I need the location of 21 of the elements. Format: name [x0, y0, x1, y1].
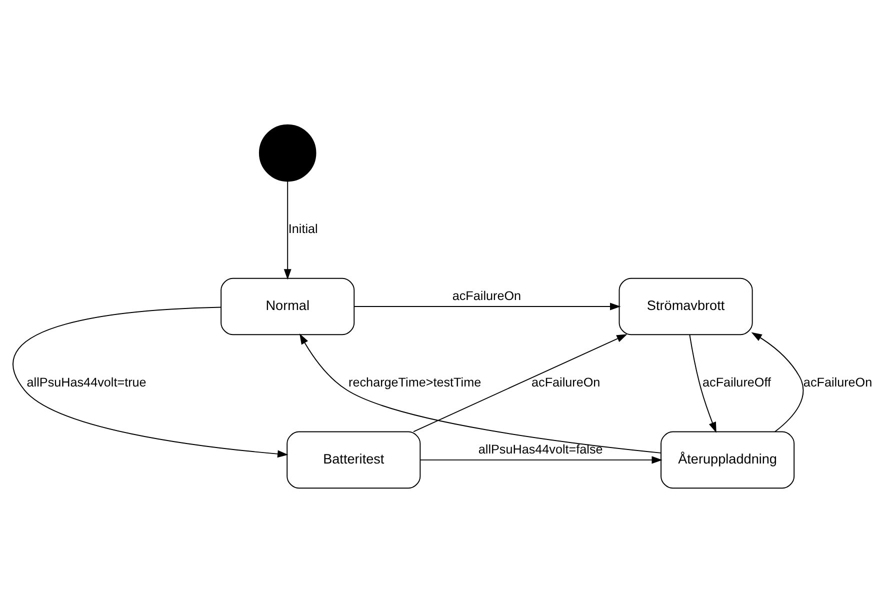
edge-label: acFailureOff	[702, 376, 772, 390]
arrow	[420, 456, 662, 464]
node-box: Normal	[220, 278, 355, 336]
arrow	[299, 334, 662, 454]
edge-label: acFailureOn	[803, 376, 872, 390]
node-box: Återuppladdning	[660, 431, 795, 489]
arrow	[284, 180, 292, 280]
edge-label: allPsuHas44volt=false	[478, 442, 603, 457]
arrow	[689, 334, 716, 433]
node-box: Strömavbrott	[618, 278, 753, 336]
arrow	[751, 332, 804, 432]
arrow	[12, 306, 288, 458]
edge-label: rechargeTime>testTime	[348, 376, 482, 390]
arrow	[413, 334, 628, 432]
arrow	[354, 302, 621, 310]
node-circle	[258, 124, 316, 182]
node-box: Batteritest	[286, 431, 421, 489]
edge-label: allPsuHas44volt=true	[26, 376, 146, 390]
edge-label: acFailureOn	[532, 376, 600, 390]
edge-label: Initial	[288, 222, 318, 236]
edge-label: acFailureOn	[452, 289, 522, 304]
